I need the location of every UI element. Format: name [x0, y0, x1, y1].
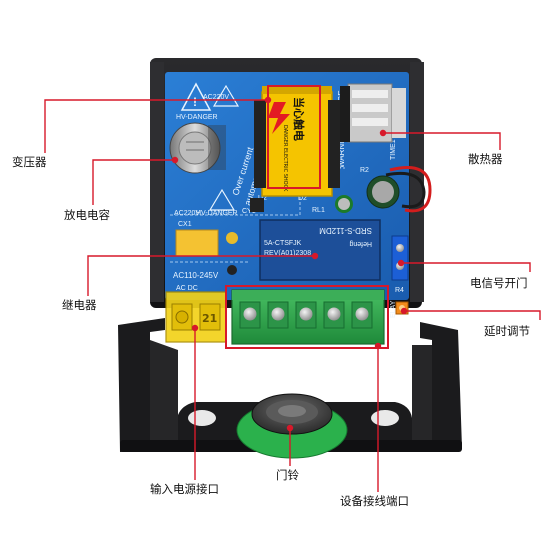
device-terminal-block	[231, 289, 385, 345]
ac220-label: AC220V	[203, 94, 229, 101]
warning-shock-sub: DANGER ELECTRIC SHOCK	[282, 125, 288, 192]
r4-label: R4	[395, 287, 404, 294]
r2-label: R2	[360, 167, 369, 174]
rl1-label: RL1	[312, 207, 325, 214]
terminal-screws	[239, 301, 373, 329]
ac220v-bottom-label: AC220V	[174, 210, 200, 217]
callout-transformer: 变压器	[12, 155, 47, 169]
relay-model-text: SRD-S-112DM	[319, 226, 372, 235]
callout-doorbell: 门铃	[276, 468, 299, 482]
callout-signal-input: 电信号开门	[470, 276, 528, 290]
ac-range-label: AC110-245V	[173, 271, 219, 280]
hv-danger-label: HV-DANGER	[176, 114, 218, 121]
relay-code-text: 5A-CTSFJK	[264, 240, 302, 247]
hv-danger2-label: HV-DANGER	[196, 210, 238, 217]
transformer-highlight	[267, 85, 321, 189]
warning-shock-text: 当心触电	[292, 97, 306, 141]
relay-rev-text: REV(A01)2308	[264, 250, 311, 257]
terminal-left-number: 21	[202, 312, 217, 325]
device-terminal-highlight	[225, 285, 389, 349]
discharge-capacitor	[169, 122, 226, 174]
power-input-terminal: 21	[165, 291, 227, 343]
d2-label: D2	[298, 195, 307, 202]
time-tag-label: TIME1	[390, 139, 397, 160]
relay-side-text: ELAY	[390, 300, 397, 318]
doorbell-buzzer	[236, 393, 348, 459]
signal-terminal-block	[391, 235, 409, 281]
ac-dc-label: AC DC	[176, 285, 198, 292]
wires	[385, 166, 432, 213]
svg-text:!: !	[193, 95, 197, 109]
relay-brand-text: Hefeng	[349, 240, 372, 247]
highlight-boxes	[225, 85, 389, 349]
callout-power-input: 输入电源接口	[150, 482, 219, 496]
relay: SRD-S-112DM Hefeng 5A-CTSFJK REV(A01)230…	[259, 219, 381, 281]
callout-delay: 延时调节	[484, 324, 530, 338]
callout-heatsink: 散热器	[468, 152, 503, 166]
cy1-label: CY1	[242, 208, 256, 215]
callout-capacitor: 放电电容	[64, 208, 110, 222]
callout-relay: 继电器	[62, 298, 97, 312]
callout-device-terminal: 设备接线端口	[340, 494, 409, 508]
small-components	[175, 175, 400, 275]
cx1-label: CX1	[178, 221, 192, 228]
